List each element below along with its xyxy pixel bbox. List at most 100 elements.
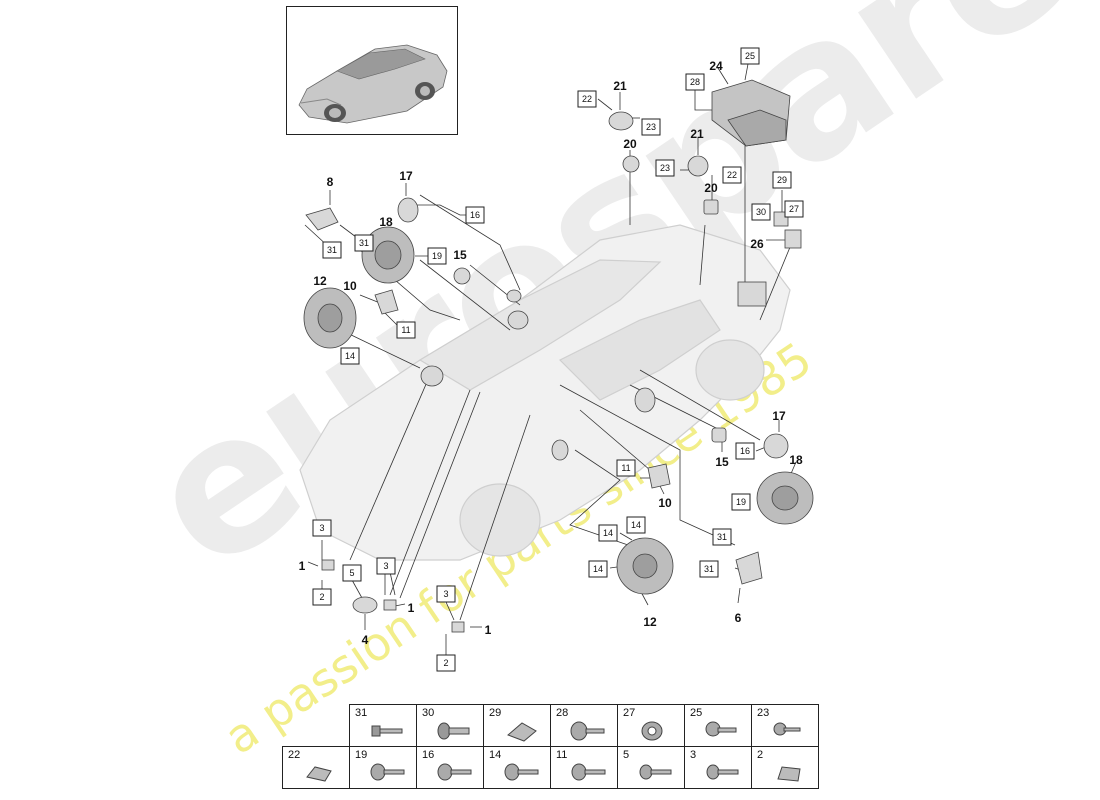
callout-number: 21 <box>613 79 627 93</box>
callout-box: 29 <box>772 171 792 189</box>
callout-box: 3 <box>376 557 396 575</box>
callout-frame <box>616 459 636 477</box>
callout-number: 1 <box>485 623 492 637</box>
callout-label: 16 <box>470 210 480 220</box>
callout-number: 20 <box>623 137 637 151</box>
table-cell: 27 <box>617 704 685 747</box>
callout-box: 3 <box>312 519 332 537</box>
callout-box: 16 <box>465 206 485 224</box>
callout-box: 14 <box>626 516 646 534</box>
part-number: 11 <box>556 749 568 761</box>
callout-box: 22 <box>722 166 742 184</box>
callout-box: 25 <box>740 47 760 65</box>
callout-label: 31 <box>704 564 714 574</box>
callout-label: 5 <box>349 568 354 578</box>
callout-frame <box>598 524 618 542</box>
callout-label: 8 <box>327 175 334 189</box>
callout-frame <box>427 247 447 265</box>
tweeter-17 <box>397 197 419 223</box>
callout-box: 14 <box>598 524 618 542</box>
callout-number: 4 <box>362 633 369 647</box>
callout-label: 28 <box>690 77 700 87</box>
callout-label: 21 <box>690 127 704 141</box>
callout-box: 31 <box>354 234 374 252</box>
callout-number: 17 <box>772 409 786 423</box>
clip-nut-icon <box>306 766 332 782</box>
callout-label: 31 <box>359 238 369 248</box>
callout-label: 20 <box>704 181 718 195</box>
table-cell: 5 <box>617 746 685 789</box>
table-cell: 22 <box>282 746 350 789</box>
callout-frame <box>655 159 675 177</box>
vehicle-thumbnail <box>286 6 458 135</box>
screw-icon <box>571 763 606 781</box>
callout-label: 27 <box>789 204 799 214</box>
callout-number: 8 <box>327 175 334 189</box>
callout-label: 11 <box>401 325 410 335</box>
callout-label: 18 <box>789 453 803 467</box>
callout-number: 10 <box>343 279 357 293</box>
callout-frame <box>342 564 362 582</box>
mid-20-a <box>622 155 640 173</box>
callout-frame <box>436 585 456 603</box>
part-number: 2 <box>757 749 764 761</box>
screw-icon <box>437 763 472 781</box>
clip-1-b <box>383 599 397 611</box>
callout-frame <box>312 519 332 537</box>
callout-number: 15 <box>715 455 729 469</box>
grille-15 <box>453 267 471 285</box>
callout-frame <box>588 560 608 578</box>
screw-icon <box>706 764 739 780</box>
fasteners-table: 31 30 29 28 27 25 23 22 19 16 14 11 5 3 … <box>282 704 819 789</box>
callout-number: 18 <box>379 215 393 229</box>
callout-box: 14 <box>588 560 608 578</box>
callout-frame <box>376 557 396 575</box>
tweeter-21-b <box>687 155 709 177</box>
clip-icon <box>777 766 801 782</box>
callout-label: 20 <box>623 137 637 151</box>
part-number: 31 <box>355 707 368 719</box>
callout-box: 19 <box>427 247 447 265</box>
callout-label: 19 <box>736 497 746 507</box>
callout-label: 1 <box>299 559 306 573</box>
bolt-icon <box>371 725 403 737</box>
tweeter-21-a <box>608 111 634 131</box>
callout-label: 3 <box>319 523 324 533</box>
callout-label: 12 <box>643 615 657 629</box>
callout-number: 1 <box>299 559 306 573</box>
table-cell: 29 <box>483 704 551 747</box>
callout-number: 20 <box>704 181 718 195</box>
callout-frame <box>784 200 804 218</box>
callout-frame <box>577 90 597 108</box>
callout-label: 14 <box>603 528 613 538</box>
callout-frame <box>626 516 646 534</box>
part-number: 22 <box>288 749 301 761</box>
callout-label: 1 <box>408 601 415 615</box>
vehicle-thumbnail-icon <box>298 44 448 124</box>
callout-frame <box>685 73 705 91</box>
callout-number: 18 <box>789 453 803 467</box>
callout-number: 15 <box>453 248 467 262</box>
callout-box: 31 <box>712 528 732 546</box>
table-cell: 14 <box>483 746 551 789</box>
part-number: 28 <box>556 707 569 719</box>
part-number: 25 <box>690 707 703 719</box>
callout-label: 18 <box>379 215 393 229</box>
bracket-26 <box>784 229 802 249</box>
table-cell: 28 <box>550 704 618 747</box>
tweeter-17-right <box>763 433 789 459</box>
callout-label: 15 <box>453 248 467 262</box>
callout-box: 19 <box>731 493 751 511</box>
screw-icon <box>570 721 605 741</box>
callout-label: 2 <box>443 658 448 668</box>
callout-frame <box>731 493 751 511</box>
callout-label: 23 <box>646 122 656 132</box>
components <box>303 79 814 633</box>
callout-label: 29 <box>777 175 787 185</box>
screw-icon <box>504 763 539 781</box>
tweeter-10-left <box>374 289 399 315</box>
callout-label: 14 <box>631 520 641 530</box>
part-number: 16 <box>422 749 435 761</box>
callout-label: 31 <box>717 532 727 542</box>
